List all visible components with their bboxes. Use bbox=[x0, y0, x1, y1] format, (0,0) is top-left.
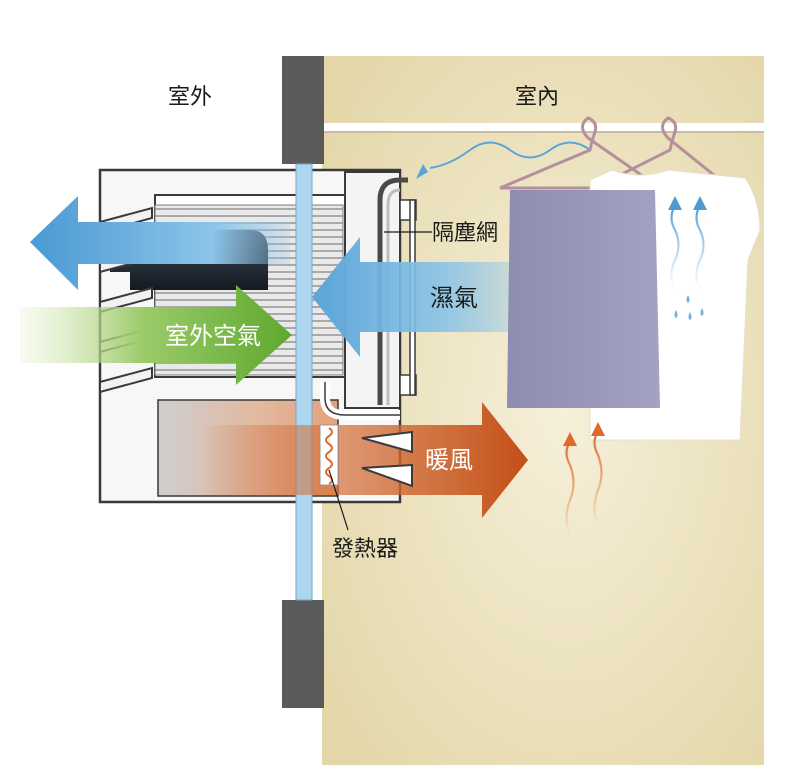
moisture-wiggles bbox=[670, 204, 705, 291]
heat-arrowheads bbox=[563, 422, 605, 446]
clothes-rail bbox=[322, 123, 764, 133]
humid-air-arrow bbox=[312, 237, 560, 357]
wall-upper bbox=[282, 56, 324, 164]
heat-wiggles bbox=[565, 431, 603, 536]
moisture-arrowheads bbox=[668, 196, 707, 210]
warm-air-label: 暖風 bbox=[425, 446, 473, 474]
humid-air-wave bbox=[429, 141, 591, 169]
wall-lower bbox=[282, 600, 324, 708]
water-drops bbox=[674, 295, 704, 320]
heater-element bbox=[319, 424, 339, 486]
heater-leader-line bbox=[328, 469, 349, 531]
indoor-label: 室內 bbox=[515, 85, 559, 110]
outdoor-air-arrow bbox=[20, 285, 292, 385]
towel-laundry bbox=[507, 190, 660, 408]
humid-wave-arrowhead bbox=[416, 164, 428, 179]
hanger-icon bbox=[499, 116, 725, 190]
warm-air-louvers bbox=[361, 430, 413, 488]
outdoor-air-label: 室外空氣 bbox=[165, 322, 261, 350]
exhaust-air-arrow bbox=[30, 196, 290, 290]
heater-label: 發熱器 bbox=[332, 537, 398, 562]
warm-air-arrow bbox=[200, 402, 528, 518]
humid-air-label: 濕氣 bbox=[430, 284, 478, 312]
window-glass bbox=[295, 163, 313, 601]
filter-label: 隔塵網 bbox=[432, 221, 498, 246]
outdoor-label: 室外 bbox=[168, 85, 212, 110]
